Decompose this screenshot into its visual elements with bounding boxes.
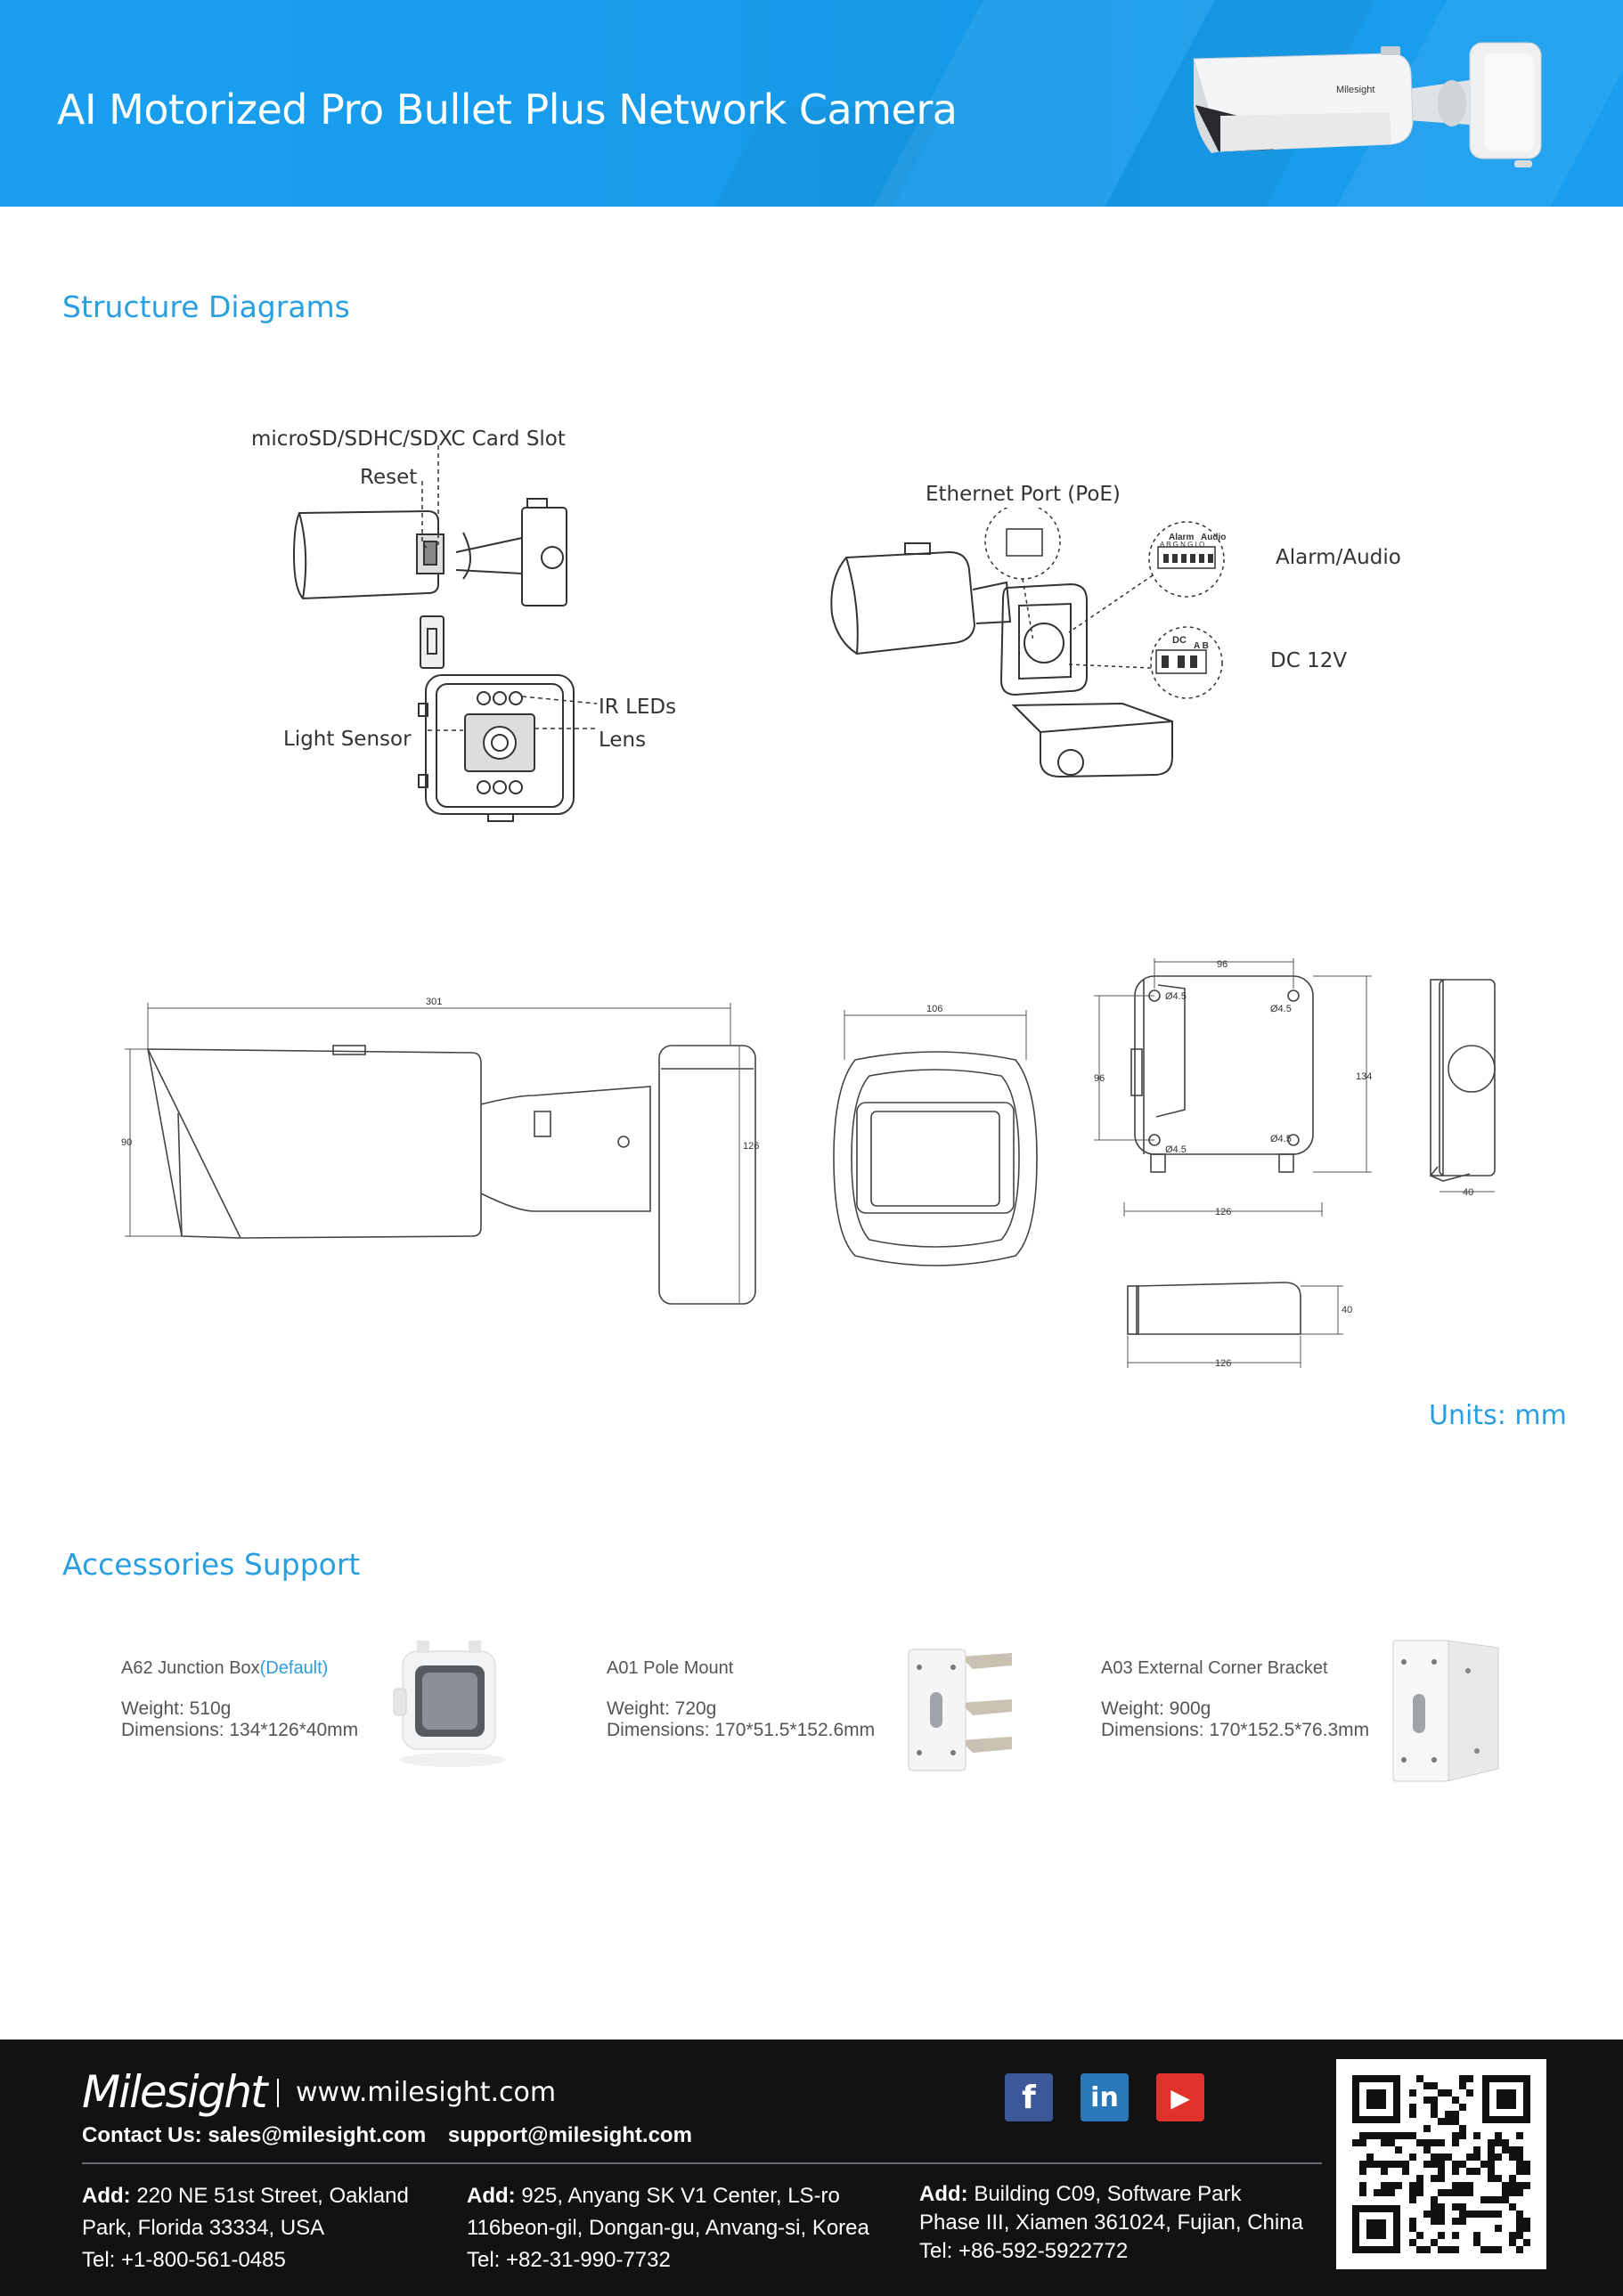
office-usa-line2: Park, Florida 33334, USA bbox=[82, 2216, 325, 2240]
accessory-a03-dimensions: Dimensions: 170*152.5*76.3mm bbox=[1101, 1720, 1370, 1740]
dim-front-width: 106 bbox=[926, 1004, 942, 1014]
footer-brand-logo: Milesight bbox=[82, 2066, 268, 2118]
corner-bracket-image bbox=[1392, 1640, 1499, 1782]
alarm-audio-label: Alarm/Audio bbox=[1276, 546, 1401, 569]
dim-low-box-right: 40 bbox=[1342, 1305, 1352, 1315]
camera-brand-mark: Milesight bbox=[1336, 85, 1374, 95]
office-china-line1: Building C09, Software Park bbox=[974, 2182, 1242, 2206]
accessory-a01: A01 Pole Mount Weight: 720g Dimensions: … bbox=[607, 1658, 875, 1741]
light-sensor-label: Light Sensor bbox=[283, 728, 412, 751]
accessory-a62: A62 Junction Box(Default) Weight: 510g D… bbox=[121, 1658, 358, 1741]
accessory-a62-dimensions: Dimensions: 134*126*40mm bbox=[121, 1720, 359, 1740]
office-korea: Add: 925, Anyang SK V1 Center, LS-ro 116… bbox=[467, 2180, 869, 2276]
junction-box-image bbox=[393, 1641, 506, 1767]
dim-side-length: 301 bbox=[426, 997, 442, 1007]
dim-box-right: 134 bbox=[1356, 1071, 1372, 1082]
office-korea-line1: 925, Anyang SK V1 Center, LS-ro bbox=[521, 2184, 840, 2208]
office-china-tel: Tel: +86-592-5922772 bbox=[919, 2239, 1129, 2263]
footer-website-link[interactable]: www.milesight.com bbox=[296, 2077, 557, 2108]
pole-mount-image bbox=[908, 1649, 1012, 1771]
footer-contact-label: Contact Us: bbox=[82, 2123, 202, 2147]
office-usa: Add: 220 NE 51st Street, Oakland Park, F… bbox=[82, 2180, 409, 2276]
ir-leds-label: IR LEDs bbox=[599, 696, 677, 719]
dim-hole-br: Ø4.5 bbox=[1270, 1134, 1292, 1144]
footer-divider bbox=[82, 2162, 1322, 2164]
qr-code-image[interactable] bbox=[1336, 2059, 1546, 2269]
terminal-pins-label: A B G N G I O bbox=[1160, 541, 1204, 549]
accessory-a03: A03 External Corner Bracket Weight: 900g… bbox=[1101, 1658, 1369, 1741]
footer-support-email[interactable]: support@milesight.com bbox=[447, 2123, 692, 2147]
office-china-add-label: Add: bbox=[919, 2182, 968, 2206]
office-korea-line2: 116beon-gil, Dongan-gu, Anvang-si, Korea bbox=[467, 2216, 869, 2240]
accessories-heading: Accessories Support bbox=[62, 1547, 361, 1582]
youtube-icon[interactable]: ▶ bbox=[1156, 2073, 1204, 2121]
accessory-a01-name: A01 Pole Mount bbox=[607, 1658, 734, 1678]
dim-hole-tl: Ø4.5 bbox=[1165, 991, 1187, 1002]
camera-structure-diagram bbox=[292, 445, 598, 822]
ethernet-port-label: Ethernet Port (PoE) bbox=[926, 483, 1121, 506]
lens-label: Lens bbox=[599, 729, 647, 752]
dim-side-height: 90 bbox=[121, 1137, 132, 1148]
reset-label: Reset bbox=[360, 466, 418, 489]
camera-interface-diagram: Alarm Audio A B G N G I O DC A B bbox=[830, 508, 1226, 778]
linkedin-icon[interactable]: in bbox=[1081, 2073, 1129, 2121]
page-title: AI Motorized Pro Bullet Plus Network Cam… bbox=[57, 85, 958, 134]
office-usa-line1: 220 NE 51st Street, Oakland bbox=[136, 2184, 409, 2208]
card-slot-label: microSD/SDHC/SDXC Card Slot bbox=[251, 427, 566, 451]
dim-hole-bl: Ø4.5 bbox=[1165, 1144, 1187, 1155]
terminal-dc-label: DC bbox=[1172, 635, 1187, 646]
office-korea-add-label: Add: bbox=[467, 2184, 516, 2208]
camera-product-image: Milesight bbox=[1193, 42, 1542, 167]
accessory-a62-default-tag: (Default) bbox=[259, 1658, 329, 1678]
accessory-a01-weight: Weight: 720g bbox=[607, 1698, 717, 1719]
dimension-drawings: 301 90 126 106 96 96 134 126 Ø4.5 Ø4.5 Ø… bbox=[121, 958, 1496, 1369]
structure-diagrams-heading: Structure Diagrams bbox=[62, 289, 350, 324]
units-note: Units: mm bbox=[1429, 1400, 1567, 1431]
dc-12v-label: DC 12V bbox=[1270, 649, 1348, 672]
accessory-a03-weight: Weight: 900g bbox=[1101, 1698, 1211, 1719]
facebook-icon[interactable]: f bbox=[1005, 2073, 1053, 2121]
office-usa-tel: Tel: +1-800-561-0485 bbox=[82, 2248, 286, 2272]
accessory-a03-name: A03 External Corner Bracket bbox=[1101, 1658, 1328, 1678]
terminal-ab-label: A B bbox=[1194, 641, 1209, 651]
office-usa-add-label: Add: bbox=[82, 2184, 131, 2208]
dim-box-bottom: 126 bbox=[1215, 1207, 1231, 1217]
footer-brand-divider bbox=[277, 2079, 279, 2107]
accessory-a62-name: A62 Junction Box bbox=[121, 1658, 260, 1678]
footer-sales-email[interactable]: sales@milesight.com bbox=[208, 2123, 427, 2147]
dim-box-top: 96 bbox=[1217, 959, 1227, 970]
dim-low-box-bottom: 126 bbox=[1215, 1358, 1231, 1369]
terminal-audio-label: Audio bbox=[1201, 533, 1226, 542]
dim-side-right: 126 bbox=[743, 1141, 759, 1152]
office-korea-tel: Tel: +82-31-990-7732 bbox=[467, 2248, 671, 2272]
terminal-alarm-label: Alarm bbox=[1169, 533, 1194, 542]
office-china: Add: Building C09, Software Park Phase I… bbox=[919, 2180, 1303, 2266]
dim-hole-tr: Ø4.5 bbox=[1270, 1004, 1292, 1014]
office-china-line2: Phase III, Xiamen 361024, Fujian, China bbox=[919, 2211, 1303, 2235]
dim-box-left: 96 bbox=[1094, 1073, 1105, 1084]
dim-side-box-bottom: 40 bbox=[1463, 1187, 1473, 1198]
accessory-a01-dimensions: Dimensions: 170*51.5*152.6mm bbox=[607, 1720, 876, 1740]
accessory-a62-weight: Weight: 510g bbox=[121, 1698, 232, 1719]
